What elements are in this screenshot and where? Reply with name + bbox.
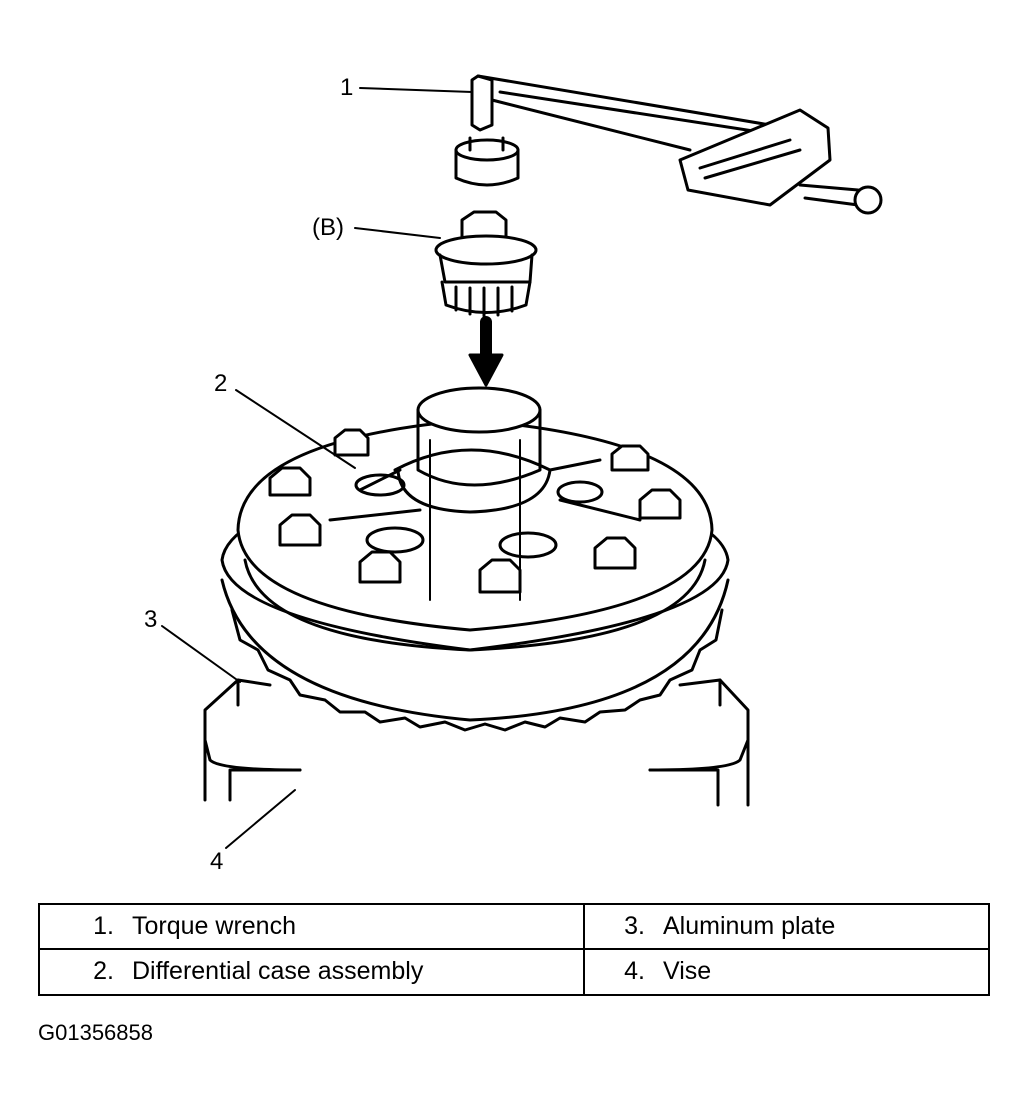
legend-row-2: 2. Differential case assembly (40, 949, 585, 994)
callout-3: 3 (144, 606, 158, 633)
legend-number: 3. (624, 911, 645, 940)
special-tool-b-drawing (434, 210, 538, 318)
legend-number: 2. (93, 957, 114, 986)
legend-label: Vise (663, 957, 712, 986)
torque-wrench-drawing (454, 74, 883, 215)
legend-row-1: 1. Torque wrench (40, 905, 585, 950)
leader-lines (161, 87, 473, 849)
callout-2: 2 (214, 370, 228, 397)
differential-diagram (161, 74, 883, 849)
legend-label: Torque wrench (132, 911, 296, 940)
legend-number: 1. (93, 911, 114, 940)
legend-number: 4. (624, 957, 645, 986)
legend-row-3: 3. Aluminum plate (585, 905, 988, 950)
legend-label: Aluminum plate (663, 911, 836, 940)
callout-4: 4 (210, 848, 224, 875)
callout-1: 1 (340, 74, 354, 101)
legend-table: 1. Torque wrench 3. Aluminum plate 2. Di… (38, 903, 990, 996)
vise-drawing (203, 678, 750, 807)
legend-label: Differential case assembly (132, 957, 424, 986)
legend-row-4: 4. Vise (585, 950, 988, 995)
case-assembly-drawing (236, 386, 714, 652)
callout-b: (B) (312, 214, 344, 241)
figure-id: G01356858 (38, 1020, 153, 1045)
